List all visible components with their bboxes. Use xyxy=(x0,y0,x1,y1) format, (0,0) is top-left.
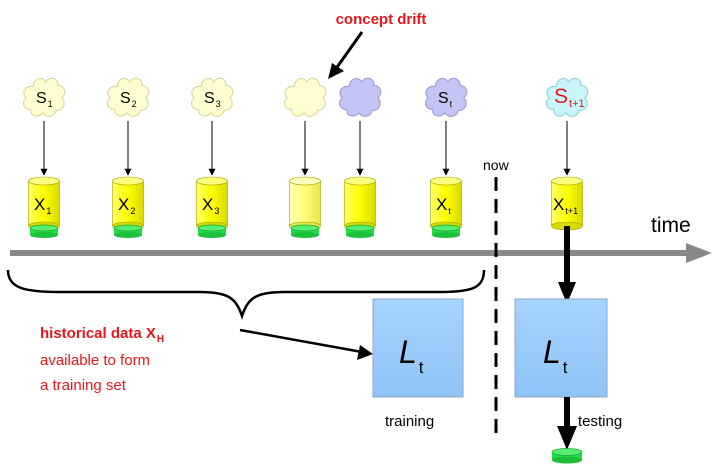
historical-line-2: a training set xyxy=(40,377,127,394)
dataset-label-6: Xt xyxy=(436,195,451,216)
dataset-label-base: X xyxy=(202,195,213,214)
timeline-arrowhead xyxy=(686,243,712,263)
source-to-data-arrows xyxy=(40,121,571,176)
prediction-disc xyxy=(551,448,583,464)
source-label-sub: t+1 xyxy=(569,98,585,110)
dataset-disc-1 xyxy=(29,224,59,238)
dataset-label-base: X xyxy=(118,195,129,214)
svg-text:Lt: Lt xyxy=(543,334,568,377)
dataset-6: Xt xyxy=(430,176,462,238)
test-data-arrowhead xyxy=(558,282,576,304)
dataset-label-sub: 1 xyxy=(46,206,51,216)
svg-text:Lt: Lt xyxy=(399,334,424,377)
source-cloud-4 xyxy=(283,77,327,117)
source-label-sub: 1 xyxy=(48,99,53,109)
source-label-base: S xyxy=(438,90,449,107)
dataset-1: X1 xyxy=(28,176,60,238)
source-label-sub: t xyxy=(450,99,453,109)
dataset-disc-6 xyxy=(431,224,461,238)
learner-testing-sub: t xyxy=(563,358,568,377)
brace-to-training-arrowhead xyxy=(357,345,373,360)
dataset-5 xyxy=(344,176,376,238)
dataset-4 xyxy=(289,176,321,238)
learner-training-symbol: L xyxy=(399,334,417,370)
dataset-label-2: X2 xyxy=(118,195,135,216)
learner-training-caption: training xyxy=(385,413,434,430)
learner-testing-symbol: L xyxy=(543,334,561,370)
source-label-3: S3 xyxy=(204,90,221,109)
dataset-2: X2 xyxy=(112,176,144,238)
source-label-2: S2 xyxy=(120,90,137,109)
dataset-disc-4 xyxy=(290,224,320,238)
source-label-sub: 3 xyxy=(216,99,221,109)
concept-drift-arrow xyxy=(333,31,364,71)
dataset-disc-5 xyxy=(345,224,375,238)
learner-training-sub: t xyxy=(419,358,424,377)
source-label-base: S xyxy=(36,90,47,107)
source-label-1: S1 xyxy=(36,90,53,109)
source-cloud-3: S3 xyxy=(190,77,234,117)
source-label-base: S xyxy=(204,90,215,107)
dataset-7: Xt+1 xyxy=(551,176,583,231)
historical-brace xyxy=(6,269,486,320)
dataset-label-sub: 3 xyxy=(214,206,219,216)
now-label: now xyxy=(483,157,510,173)
timeline-label: time xyxy=(651,214,691,237)
source-cloud-7: St+1 xyxy=(545,77,589,117)
historical-title-sub: H xyxy=(157,334,164,345)
source-label-6: St xyxy=(438,90,453,109)
source-label-7: St+1 xyxy=(554,85,585,110)
concept-drift-arrowhead xyxy=(328,63,344,79)
dataset-label-sub: t+1 xyxy=(565,206,578,216)
source-cloud-5 xyxy=(338,77,382,117)
dataset-label-7: Xt+1 xyxy=(553,195,578,216)
historical-title-base: historical data X xyxy=(40,325,156,342)
dataset-3: X3 xyxy=(196,176,228,238)
dataset-label-base: X xyxy=(436,195,447,214)
learner-testing-caption: testing xyxy=(578,413,622,430)
dataset-label-base: X xyxy=(553,195,564,214)
dataset-label-sub: 2 xyxy=(130,206,135,216)
source-cloud-2: S2 xyxy=(106,77,150,117)
dataset-label-base: X xyxy=(34,195,45,214)
dataset-label-sub: t xyxy=(448,206,451,216)
source-cloud-6: St xyxy=(424,77,468,117)
source-label-base: S xyxy=(120,90,131,107)
dataset-label-1: X1 xyxy=(34,195,51,216)
concept-drift-label: concept drift xyxy=(336,11,427,28)
source-label-sub: 2 xyxy=(132,99,137,109)
source-label-base: S xyxy=(554,85,568,108)
prediction-arrowhead xyxy=(557,426,577,450)
dataset-disc-2 xyxy=(113,224,143,238)
historical-line-1: available to form xyxy=(40,352,150,369)
historical-title: historical data XH xyxy=(40,325,164,345)
brace-to-training-arrow xyxy=(239,328,363,354)
dataset-label-3: X3 xyxy=(202,195,219,216)
source-cloud-1: S1 xyxy=(22,77,66,117)
dataset-disc-3 xyxy=(197,224,227,238)
